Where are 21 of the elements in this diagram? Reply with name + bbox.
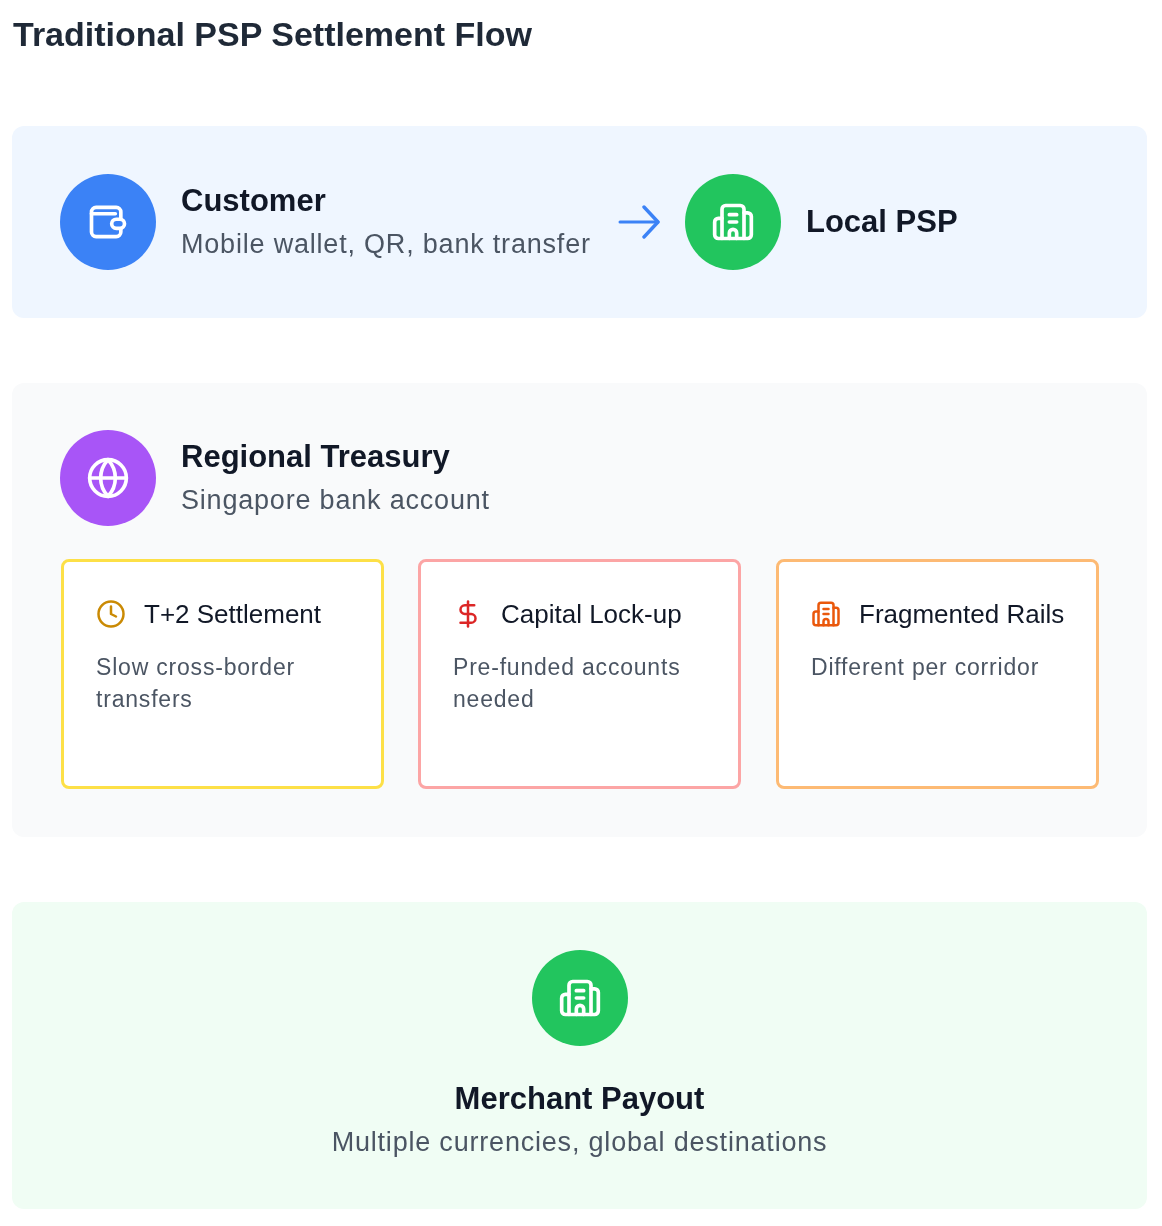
issue-card xyxy=(776,559,1099,789)
step-title: Local PSP xyxy=(806,203,958,241)
card-title: T+2 Settlement xyxy=(144,598,322,631)
stage-panel xyxy=(12,383,1147,837)
step-description: Mobile wallet, QR, bank transfer xyxy=(181,227,591,261)
card-title: Capital Lock-up xyxy=(501,598,682,631)
step-title: Customer xyxy=(181,181,326,220)
stage-description: Singapore bank account xyxy=(181,483,490,517)
card-title: Fragmented Rails xyxy=(859,598,1065,631)
stage-description: Multiple currencies, global destinations xyxy=(331,1126,828,1159)
card-description: Slow cross-border transfers xyxy=(96,653,296,714)
stage-title: Regional Treasury xyxy=(181,437,450,476)
stage-panel xyxy=(12,126,1147,318)
stage-title: Merchant Payout xyxy=(454,1080,705,1118)
card-description: Different per corridor xyxy=(811,653,1041,682)
diagram-title: Traditional PSP Settlement Flow xyxy=(13,14,532,55)
arrow xyxy=(618,205,660,239)
stage-panel xyxy=(12,902,1147,1209)
issue-card xyxy=(418,559,741,789)
card-description: Pre-funded accounts needed xyxy=(453,653,682,714)
issue-card xyxy=(61,559,384,789)
